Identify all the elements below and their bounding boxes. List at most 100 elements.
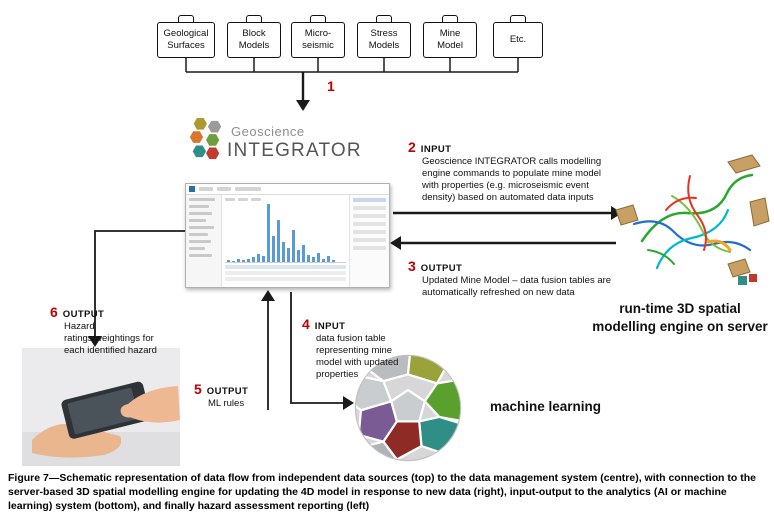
toolbar-chip xyxy=(225,198,235,201)
menu-chip xyxy=(217,187,231,191)
source-label: Surfaces xyxy=(167,40,205,51)
screenshot-right-panel xyxy=(349,195,389,287)
step-type: OUTPUT xyxy=(206,386,249,397)
step-number: 1 xyxy=(327,78,335,94)
source-label: Micro- xyxy=(304,28,332,40)
server-engine-label-line1: run-time 3D spatial xyxy=(619,301,741,316)
sidebar-line xyxy=(189,233,208,236)
step-description: ML rules xyxy=(208,398,245,409)
sidebar-line xyxy=(189,254,213,257)
briefcase-handle-icon xyxy=(178,15,194,24)
screenshot-sidebar xyxy=(186,195,222,287)
step-number: 3 xyxy=(408,258,416,274)
step-4-label: 4 INPUT data fusion table representing m… xyxy=(302,316,400,382)
toolbar-chip xyxy=(238,198,248,201)
chart-bar xyxy=(302,244,305,262)
integrator-app-screenshot xyxy=(185,183,390,288)
step-type: INPUT xyxy=(420,144,452,155)
chart-bar xyxy=(227,259,230,262)
chart-bar xyxy=(282,242,285,262)
chart-bar xyxy=(267,204,270,262)
chart-bar xyxy=(242,260,245,262)
step-description: Geoscience INTEGRATOR calls modelling en… xyxy=(422,156,602,204)
chart-bar xyxy=(232,260,235,262)
source-label: Mine xyxy=(439,28,461,40)
step-number: 4 xyxy=(302,316,310,332)
chart-bar xyxy=(277,220,280,262)
chart-bar xyxy=(307,255,310,262)
source-box-etc: Etc. xyxy=(493,15,543,58)
panel-row xyxy=(353,214,386,218)
screenshot-toolbar xyxy=(225,198,346,201)
step-5-label: 5 OUTPUT ML rules xyxy=(194,381,284,410)
step-2-label: 2 INPUT Geoscience INTEGRATOR calls mode… xyxy=(408,139,608,205)
source-label: seismic xyxy=(302,40,334,51)
source-label: Models xyxy=(368,40,400,51)
step-number: 6 xyxy=(50,304,58,320)
step-description: Updated Mine Model – data fusion tables … xyxy=(422,275,612,299)
menu-chip xyxy=(199,187,213,191)
panel-row xyxy=(353,222,386,226)
step-number: 5 xyxy=(194,381,202,397)
step-number: 2 xyxy=(408,139,416,155)
machine-learning-label: machine learning xyxy=(490,399,602,414)
server-engine-label: run-time 3D spatial modelling engine on … xyxy=(585,300,774,335)
sidebar-line xyxy=(189,212,213,215)
chart-bar xyxy=(287,248,290,262)
panel-row xyxy=(353,206,386,210)
briefcase-handle-icon xyxy=(442,15,458,24)
source-label: Stress xyxy=(370,28,398,40)
source-label: Models xyxy=(238,40,270,51)
logo-brand-top: Geoscience xyxy=(231,124,305,139)
source-label: Model xyxy=(437,40,463,51)
screenshot-table xyxy=(225,263,346,285)
chart-bar xyxy=(247,259,250,262)
chart-bar xyxy=(262,256,265,262)
panel-row xyxy=(353,230,386,234)
source-box-microseismic: Micro-seismic xyxy=(291,15,345,58)
app-logo-icon xyxy=(189,186,195,192)
chart-bar xyxy=(237,258,240,262)
table-row xyxy=(225,277,346,281)
figure-caption: Figure 7—Schematic representation of dat… xyxy=(8,472,756,512)
chart-bar xyxy=(252,256,255,262)
panel-row xyxy=(353,198,386,202)
chart-bar xyxy=(332,259,335,262)
toolbar-chip xyxy=(251,198,261,201)
panel-row xyxy=(353,246,386,250)
source-label: Etc. xyxy=(509,34,527,46)
sidebar-line xyxy=(189,205,210,208)
sidebar-line xyxy=(189,226,214,229)
chart-bar xyxy=(312,257,315,262)
briefcase-handle-icon xyxy=(376,15,392,24)
sidebar-line xyxy=(189,247,205,250)
step-6-label: 6 OUTPUT Hazard ratings/weightings for e… xyxy=(50,304,162,357)
step-3-label: 3 OUTPUT Updated Mine Model – data fusio… xyxy=(408,258,623,299)
logo-brand-bottom: INTEGRATOR xyxy=(227,140,362,161)
step-type: OUTPUT xyxy=(420,263,463,274)
server-engine-label-line2: modelling engine on server xyxy=(592,318,768,334)
step-description: Hazard ratings/weightings for each ident… xyxy=(64,321,157,357)
step-type: OUTPUT xyxy=(62,309,105,320)
sidebar-line xyxy=(189,240,211,243)
sidebar-line xyxy=(189,219,207,222)
briefcase-handle-icon xyxy=(246,15,262,24)
panel-row xyxy=(353,238,386,242)
mini-bar-chart xyxy=(225,203,346,263)
logo-hexagons-icon xyxy=(189,118,222,160)
briefcase-handle-icon xyxy=(510,15,526,24)
table-row xyxy=(225,271,346,275)
chart-bar xyxy=(292,229,295,262)
table-row xyxy=(225,265,346,269)
step-1-label: 1 xyxy=(327,78,335,94)
chart-bar xyxy=(317,252,320,262)
chart-bar xyxy=(322,258,325,262)
geoscience-integrator-logo: Geoscience INTEGRATOR xyxy=(185,112,362,176)
source-label: Geological xyxy=(163,28,209,40)
chart-bar xyxy=(257,253,260,262)
screenshot-titlebar xyxy=(186,184,389,195)
